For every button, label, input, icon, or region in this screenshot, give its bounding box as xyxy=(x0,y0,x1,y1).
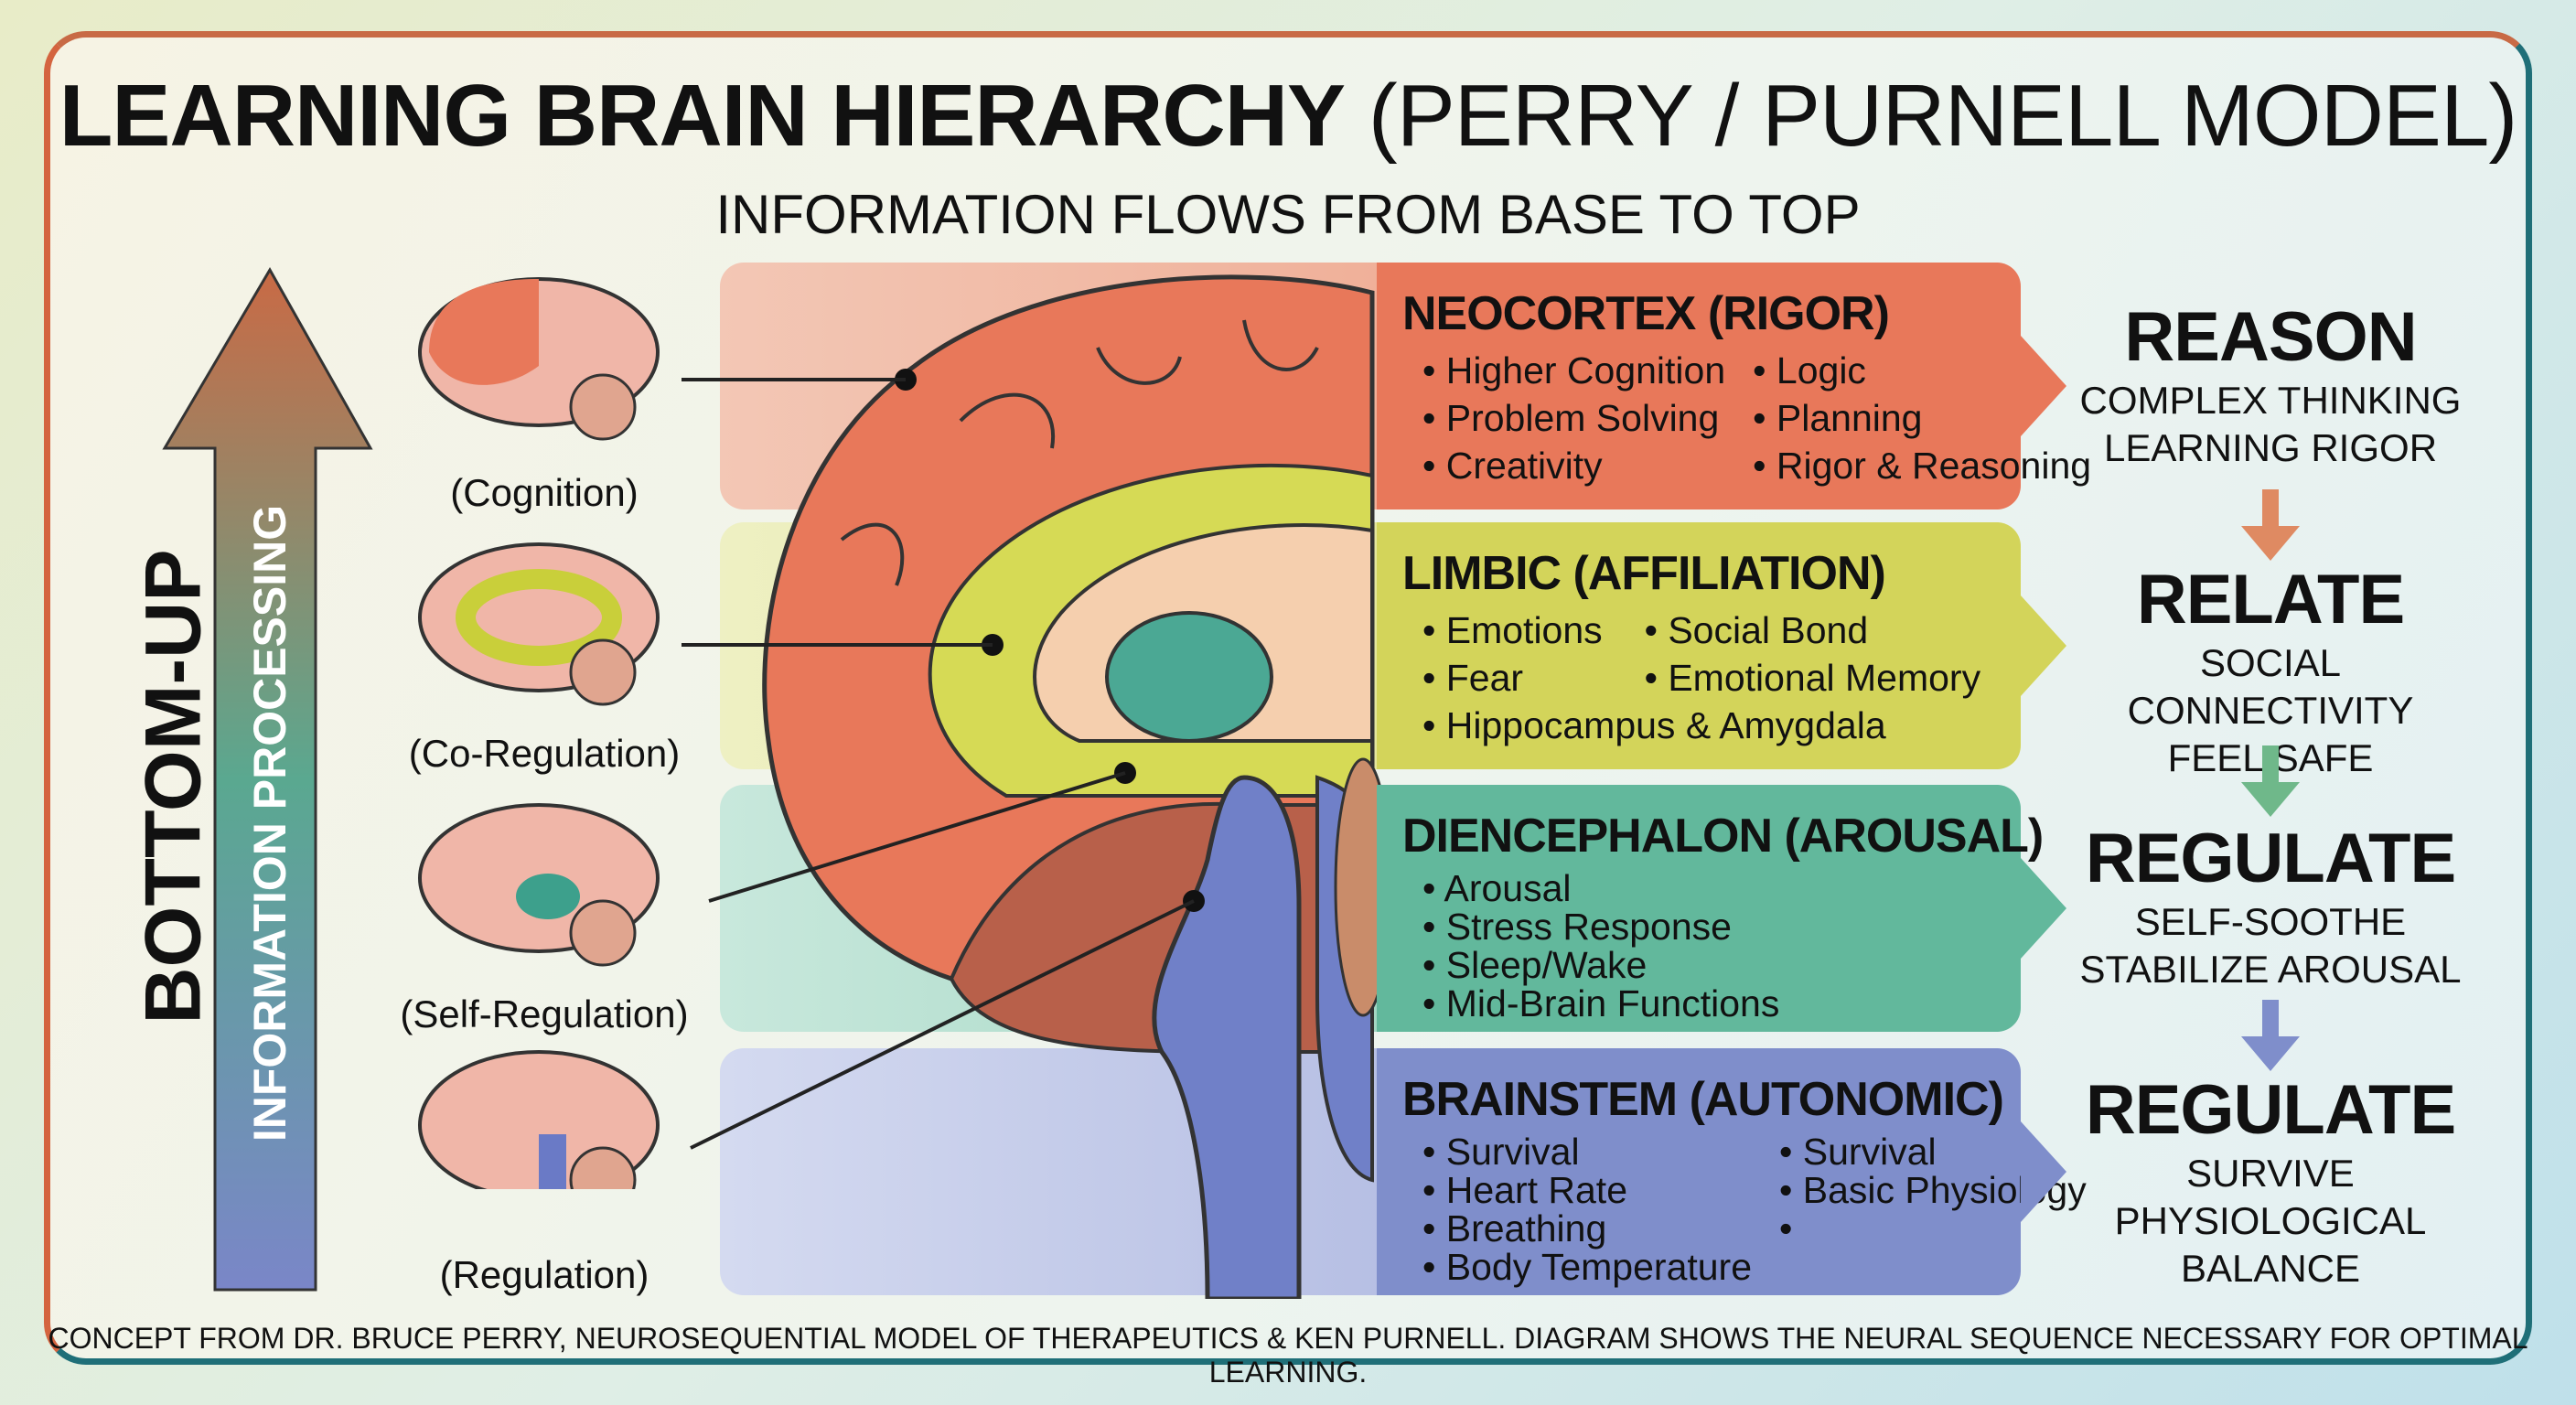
small-brain-cognition-icon xyxy=(418,277,660,441)
down-arrow-icon xyxy=(2241,489,2300,561)
list-item: Breathing xyxy=(1422,1209,1752,1248)
list-item: Mid-Brain Functions xyxy=(1422,984,1995,1023)
small-brain-label: (Cognition) xyxy=(450,471,639,514)
list-item: Higher Cognition xyxy=(1422,347,1725,394)
list-item: Body Temperature xyxy=(1422,1248,1752,1286)
list-item: Emotional Memory xyxy=(1645,654,1995,702)
list-item: Planning xyxy=(1753,394,2091,442)
small-brains xyxy=(418,277,660,1189)
small-brain-label: (Regulation) xyxy=(439,1253,649,1296)
brainstem-box: BRAINSTEM (AUTONOMIC) SurvivalSurvival H… xyxy=(1377,1048,2087,1295)
list-item: Hippocampus & Amygdala xyxy=(1422,702,1995,749)
brain-illustration xyxy=(762,274,1390,1299)
list-item: Arousal xyxy=(1422,869,1995,907)
page-subtitle: INFORMATION FLOWS FROM BASE TO TOP xyxy=(715,184,1861,245)
list-item: Survival xyxy=(1779,1132,2087,1171)
page-title: LEARNING BRAIN HIERARCHY (PERRY / PURNEL… xyxy=(59,67,2518,165)
down-arrow-icon xyxy=(2241,745,2300,817)
diencephalon-box: DIENCEPHALON (AROUSAL) Arousal Stress Re… xyxy=(1377,785,2066,1032)
small-brain-label: (Co-Regulation) xyxy=(408,732,681,775)
bottom-up-arrow-icon xyxy=(162,266,373,1292)
list-item: Sleep/Wake xyxy=(1422,946,1995,984)
list-item: Heart Rate xyxy=(1422,1171,1752,1209)
footer-credit: CONCEPT FROM DR. BRUCE PERRY, NEUROSEQUE… xyxy=(48,1322,2528,1389)
list-item: Social Bond xyxy=(1645,606,1995,654)
small-brain-limbic-icon xyxy=(418,542,660,706)
small-brain-brainstem-icon xyxy=(418,1050,660,1189)
list-item: Creativity xyxy=(1422,442,1725,489)
list-item: Problem Solving xyxy=(1422,394,1725,442)
down-arrow-icon xyxy=(2241,1000,2300,1071)
small-brain-label: (Self-Regulation) xyxy=(400,992,689,1035)
list-item: Fear xyxy=(1422,654,1617,702)
list-item: Emotions xyxy=(1422,606,1617,654)
small-brain-diencephalon-icon xyxy=(418,803,660,967)
list-item: Stress Response xyxy=(1422,907,1995,946)
list-item: Rigor & Reasoning xyxy=(1753,442,2091,489)
neocortex-box: NEOCORTEX (RIGOR) Higher CognitionLogic … xyxy=(1377,263,2091,509)
limbic-box: LIMBIC (AFFILIATION) EmotionsSocial Bond… xyxy=(1377,522,2066,769)
list-item: Logic xyxy=(1753,347,2091,394)
list-item: Survival xyxy=(1422,1132,1752,1171)
